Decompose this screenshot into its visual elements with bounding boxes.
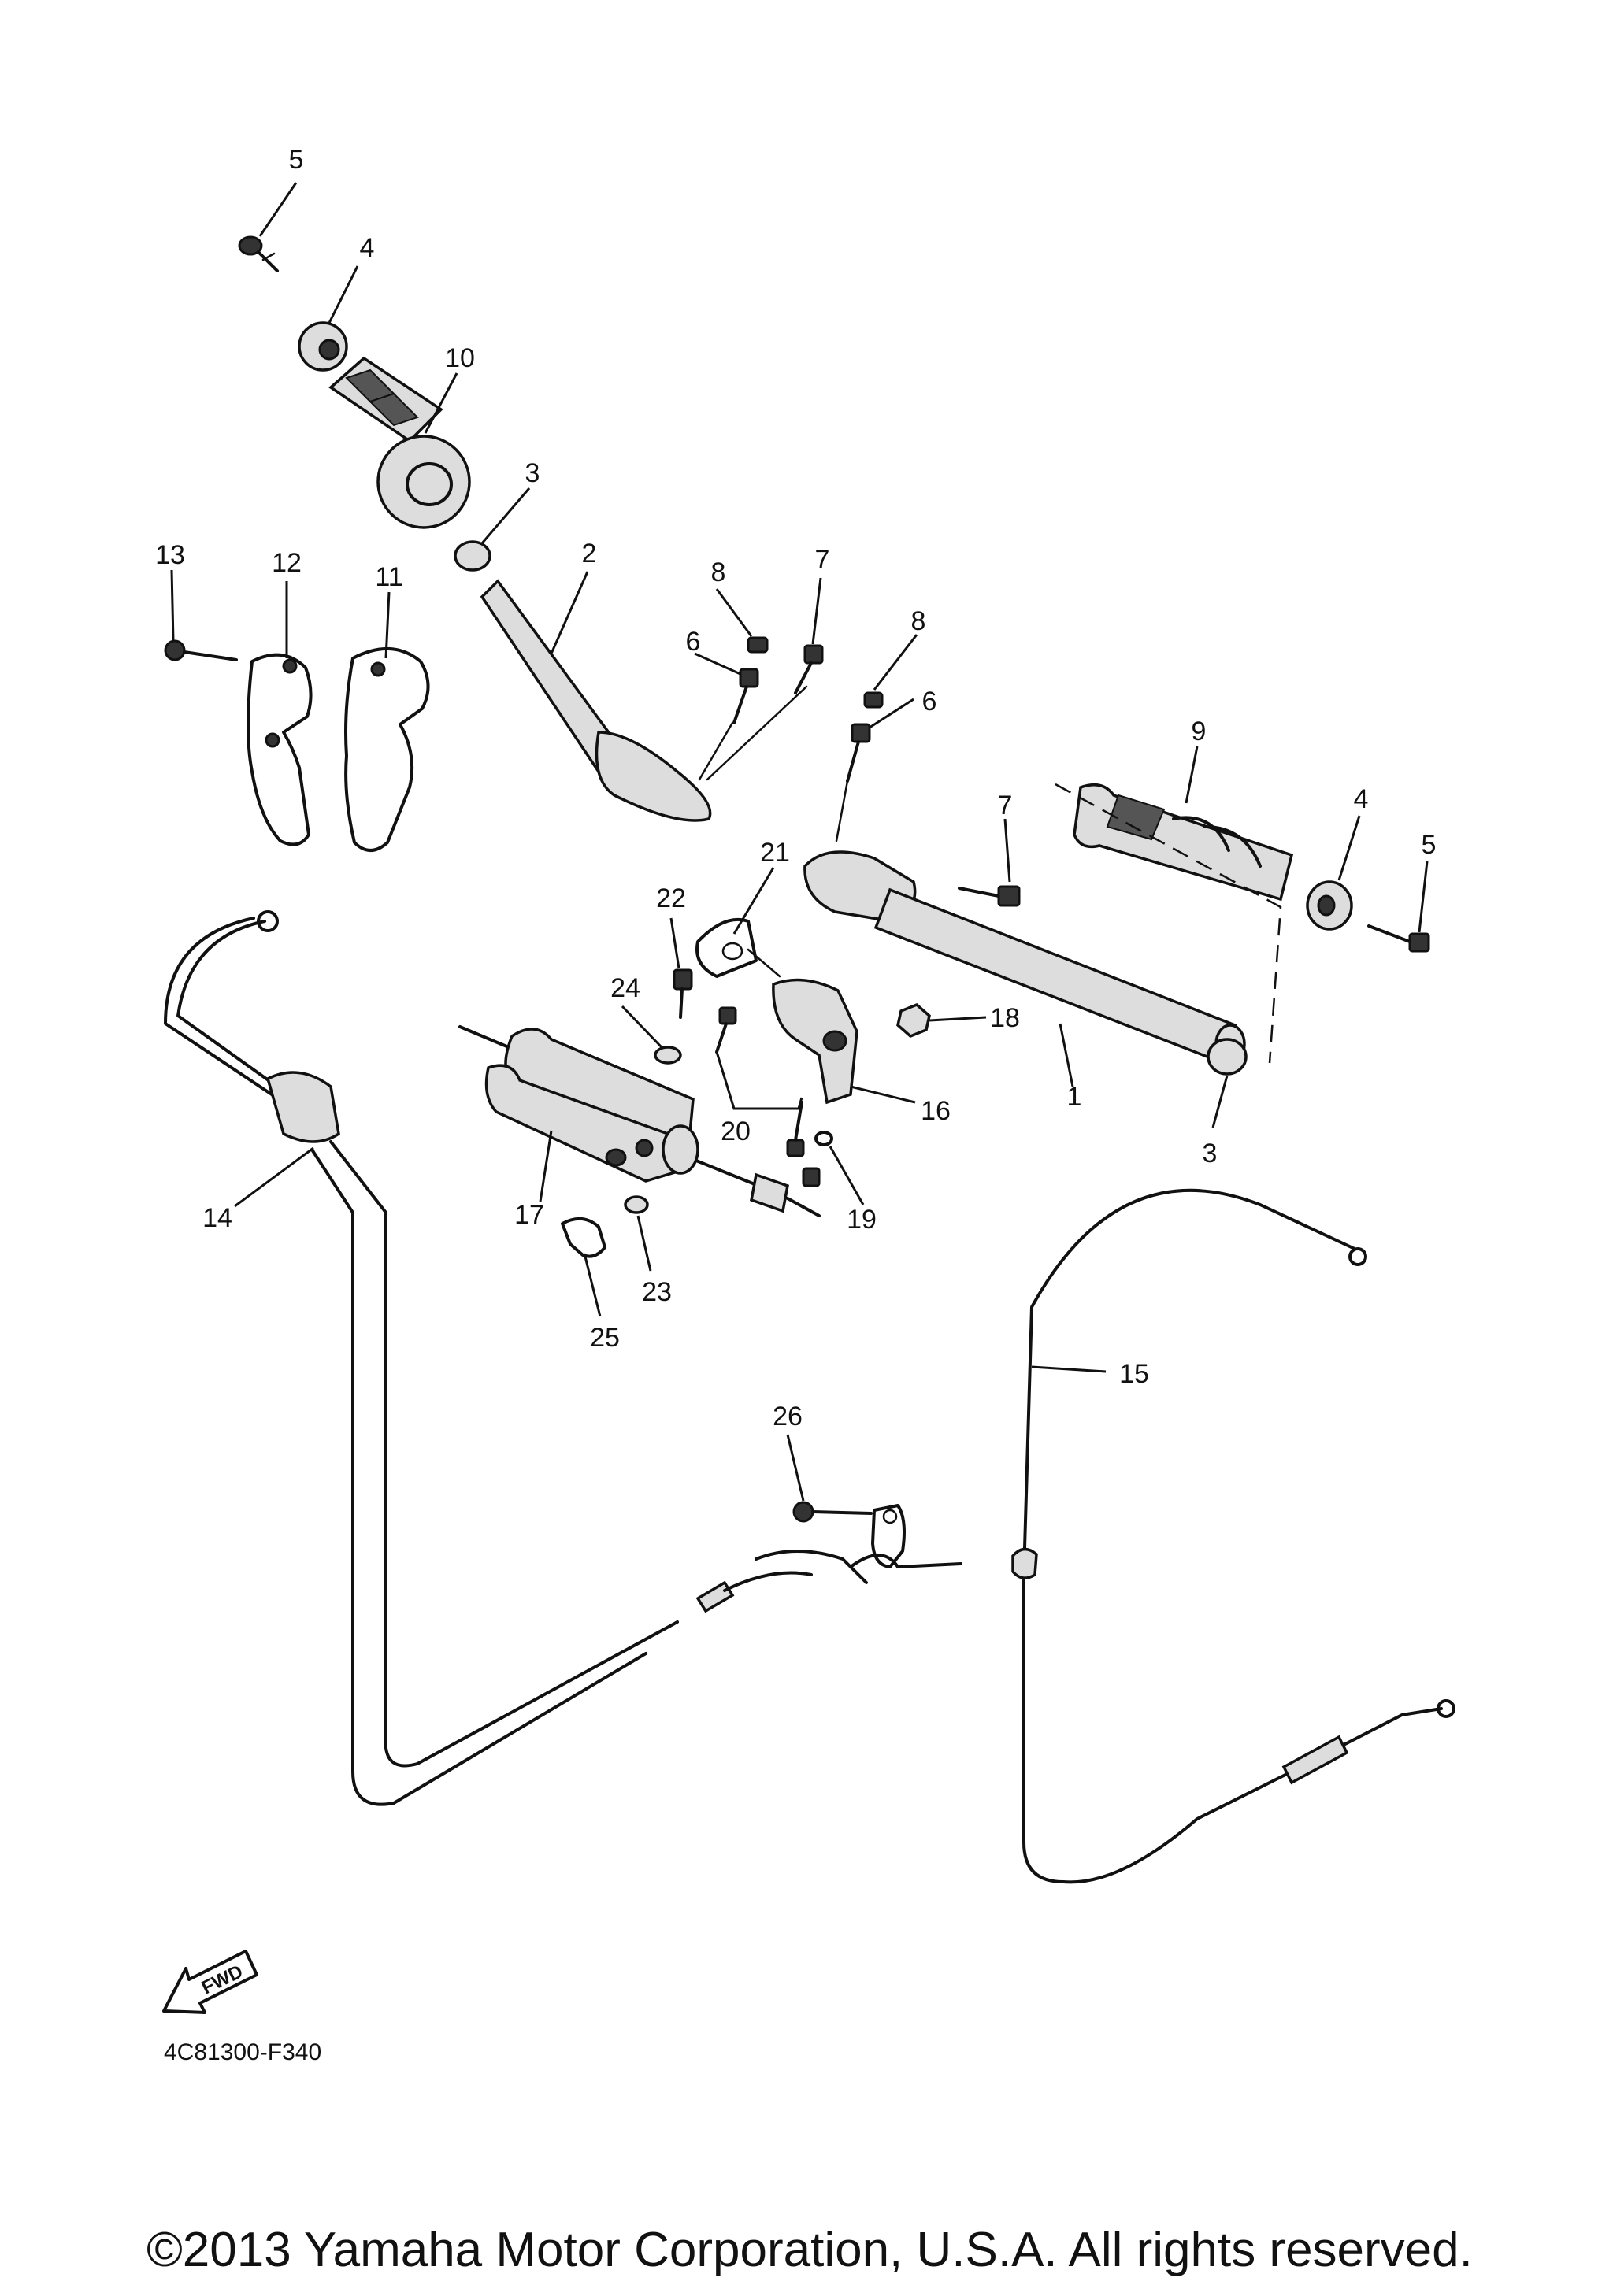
callout-4: 4 [1354,784,1369,814]
callout-16: 16 [921,1096,951,1126]
screw-5-right[interactable] [1367,924,1430,953]
copyright-notice: ©2013 Yamaha Motor Corporation, U.S.A. A… [146,2223,1473,2277]
figure-code: 4C81300-F340 [164,2039,321,2065]
callout-21: 21 [760,838,790,868]
callout-1: 1 [1067,1082,1082,1112]
bracket-16[interactable] [772,978,858,1105]
callout-4: 4 [360,233,375,263]
washer-23[interactable] [624,1195,649,1214]
callout-12: 12 [272,548,302,578]
clutch-cable-15[interactable] [1011,1188,1455,1884]
end-weight-4-left[interactable] [298,321,348,372]
callout-14: 14 [202,1203,232,1233]
rod-end-bolt[interactable] [802,1167,821,1187]
nut-18[interactable] [896,1002,931,1039]
callout-6: 6 [922,687,937,717]
callout-18: 18 [990,1003,1020,1033]
washer-19[interactable] [814,1131,833,1146]
callout-7: 7 [815,545,830,575]
callout-25: 25 [590,1323,620,1353]
leader-lines [170,182,1429,1502]
switch-housing-11[interactable] [344,647,430,852]
callout-9: 9 [1192,717,1207,746]
handlebar-left-2[interactable] [480,579,712,822]
callout-10: 10 [445,343,475,373]
callout-5: 5 [1422,830,1437,860]
fwd-arrow-icon: FWD [162,1950,258,2014]
callout-2: 2 [582,539,597,568]
cable-bracket[interactable] [871,1504,906,1568]
grip-end-3-left[interactable] [454,540,491,572]
steering-damper-17[interactable] [458,1025,821,1217]
screw-5-left[interactable] [238,235,279,272]
callout-24: 24 [610,973,640,1003]
callout-8: 8 [911,606,926,636]
grip-end-3-right[interactable] [1207,1038,1248,1076]
end-weight-4-right[interactable] [1306,880,1353,931]
grip-9[interactable] [1073,783,1294,902]
callout-15: 15 [1119,1359,1149,1389]
callout-11: 11 [375,562,402,592]
bolt-22[interactable] [673,968,693,1019]
callout-3: 3 [1203,1139,1218,1168]
bolt-6-right[interactable] [846,723,871,783]
bracket-21[interactable] [695,917,758,978]
throttle-grip-10[interactable] [328,356,471,529]
callout-8: 8 [711,557,726,587]
bolt-7-right[interactable] [958,885,1021,907]
bolt-26[interactable] [792,1501,873,1523]
callout-23: 23 [642,1277,672,1307]
throttle-cables-14[interactable] [164,910,962,1806]
callout-17: 17 [514,1200,544,1230]
callout-20: 20 [721,1117,751,1146]
callout-6: 6 [686,627,701,657]
bolt-7-left[interactable] [794,644,824,694]
callout-7: 7 [998,791,1013,820]
bolts-20-leader [715,1051,803,1110]
grip-assembly-outline [1055,783,1282,1064]
nut-8-right[interactable] [863,691,884,709]
callout-22: 22 [656,883,686,913]
callout-3: 3 [525,458,540,488]
handlebar-right-1[interactable] [803,850,1246,1065]
callout-26: 26 [773,1402,803,1431]
callout-labels: 5 4 10 3 13 12 11 2 8 7 6 8 6 9 7 4 5 21… [155,145,1436,1431]
callout-19: 19 [847,1205,877,1235]
clip-25[interactable] [561,1217,606,1258]
bolts-20[interactable] [715,1006,805,1157]
nut-8-left[interactable] [747,636,769,654]
bolt-6-left[interactable] [732,668,759,724]
washer-24[interactable] [654,1046,682,1065]
callout-5: 5 [289,145,304,175]
switch-housing-12[interactable] [247,653,313,846]
callout-13: 13 [155,540,185,570]
screw-13[interactable] [164,639,238,661]
